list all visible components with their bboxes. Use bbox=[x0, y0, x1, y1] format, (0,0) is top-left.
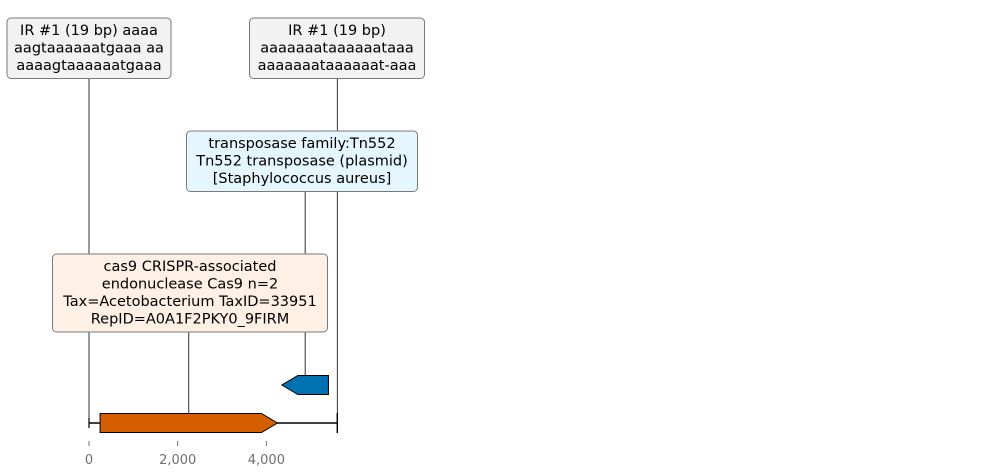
axis-tick-label-2: 4,000 bbox=[248, 453, 285, 468]
annotation-line-cas9-label-3: RepID=A0A1F2PKY0_9FIRM bbox=[91, 312, 290, 328]
annotation-line-ir-right-0: IR #1 (19 bp) bbox=[288, 23, 386, 39]
annotation-line-ir-left-2: aaaagtaaaaaatgaaa bbox=[16, 58, 161, 74]
axis-tick-label-1: 2,000 bbox=[159, 453, 196, 468]
annotation-line-transposase-0: transposase family:Tn552 bbox=[208, 136, 395, 152]
annotation-line-ir-right-1: aaaaaaataaaaaataaa bbox=[260, 41, 414, 57]
annotation-line-cas9-label-1: endonuclease Cas9 n=2 bbox=[102, 277, 278, 293]
annotation-ir-right: IR #1 (19 bp) aaaaaaataaaaaataaaaaaaaaata… bbox=[249, 17, 425, 79]
feature-cas9 bbox=[99, 413, 279, 433]
annotation-line-cas9-label-2: Tax=Acetobacterium TaxID=33951 bbox=[62, 294, 316, 310]
annotation-ir-left: IR #1 (19 bp) aaaa aagtaaaaaatgaaa aaaaaa… bbox=[6, 17, 172, 79]
annotation-line-transposase-2: [Staphylococcus aureus] bbox=[213, 171, 392, 187]
annotation-box-transposase bbox=[186, 130, 418, 192]
feature-tn552 bbox=[280, 375, 329, 395]
gene-features bbox=[99, 375, 329, 433]
annotation-box-ir-right bbox=[249, 17, 425, 79]
annotation-line-ir-left-0: IR #1 (19 bp) aaaa bbox=[20, 23, 158, 39]
annotation-cas9-label: cas9 CRISPR-associated endonuclease Cas9 … bbox=[52, 253, 328, 333]
annotation-box-ir-left bbox=[6, 17, 172, 79]
annotation-line-ir-right-2: aaaaaaataaaaaat-aaa bbox=[258, 58, 417, 74]
annotation-line-ir-left-1: aagtaaaaaatgaaa aa bbox=[14, 41, 164, 57]
annotation-line-transposase-1: Tn552 transposase (plasmid) bbox=[195, 154, 408, 170]
axis-ticks: 0 2,000 4,000 bbox=[85, 441, 285, 468]
annotation-box-cas9-label bbox=[52, 253, 328, 333]
leader-lines bbox=[88, 78, 338, 423]
axis-tick-label-0: 0 bbox=[85, 453, 93, 468]
annotation-line-cas9-label-0: cas9 CRISPR-associated bbox=[104, 259, 277, 275]
